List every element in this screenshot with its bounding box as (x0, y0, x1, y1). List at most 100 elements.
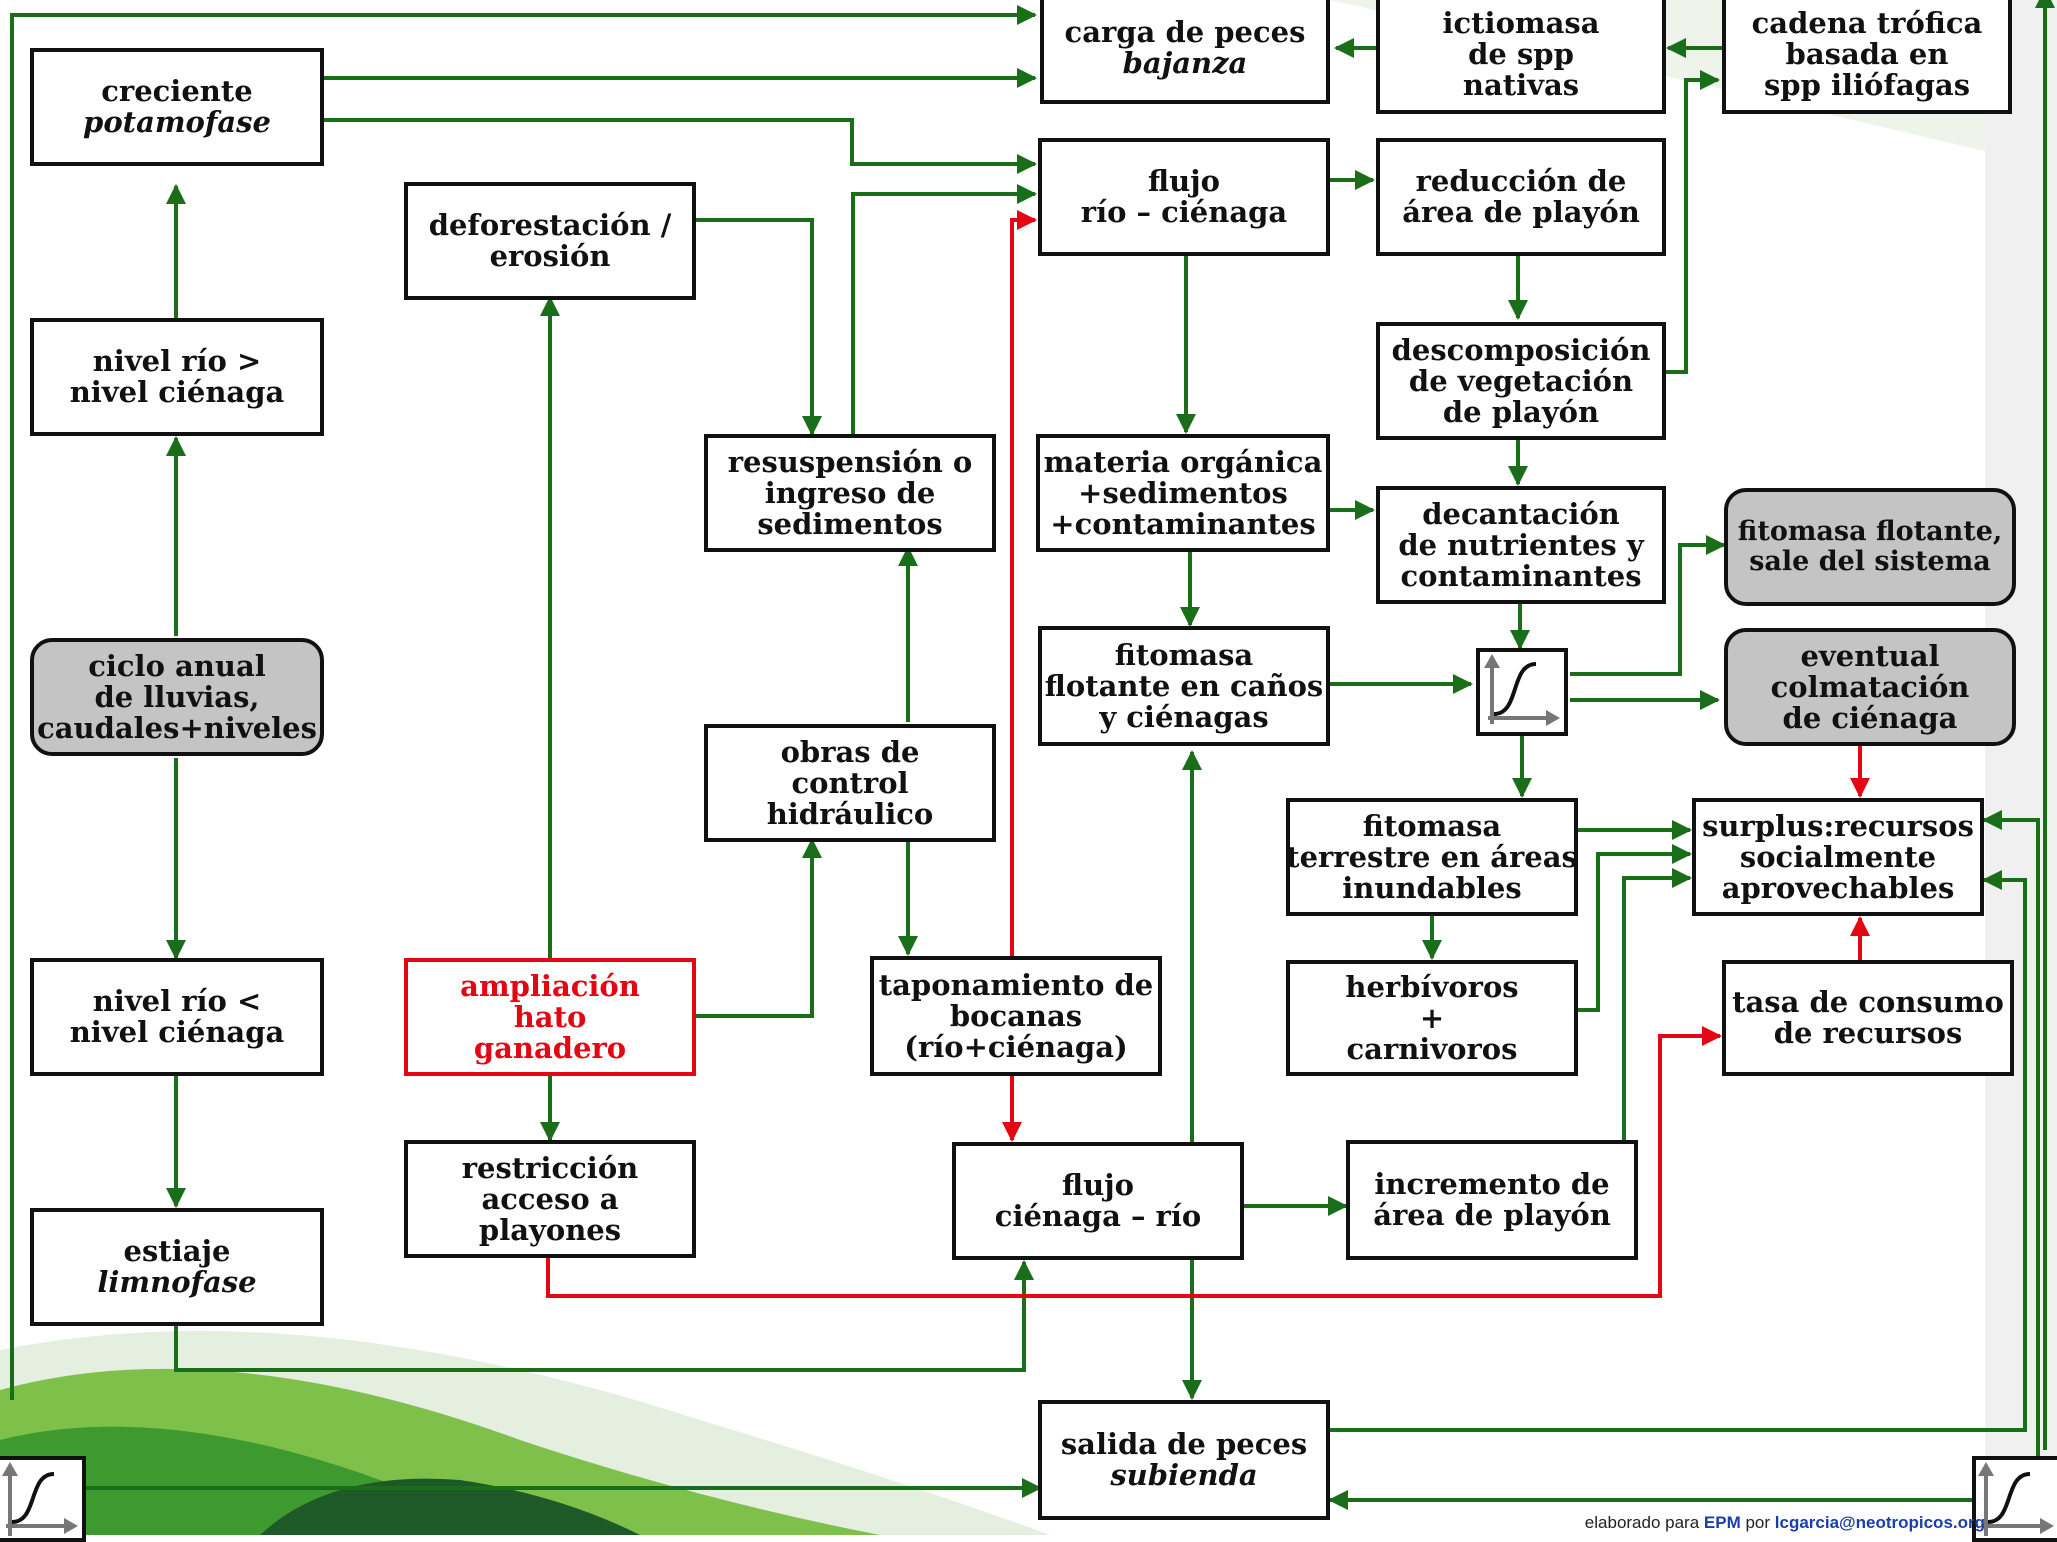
edge-resuspension-flujo (851, 184, 1037, 434)
logistic-function-icon-right (1972, 1456, 2057, 1542)
node-text: restricción (461, 1150, 639, 1185)
credit-prefix: elaborado para (1584, 1513, 1704, 1532)
node-text: carga de peces (1064, 15, 1306, 49)
node-text: control (791, 765, 909, 800)
edge-estiaje-flujocr (174, 1260, 1034, 1372)
node-text: inundables (1342, 870, 1522, 905)
node-creciente: creciente potamofase (30, 48, 324, 166)
node-text: tasa de consumo (1732, 985, 2004, 1019)
node-text: obras de (780, 734, 920, 769)
node-cadena-trofica: cadena trófica basada en spp iliófagas (1722, 0, 2012, 114)
node-taponamiento: taponamiento de bocanas (río+ciénaga) (870, 956, 1162, 1076)
node-incremento-playon: incremento de área de playón (1346, 1140, 1638, 1260)
node-deforestacion: deforestación / erosión (404, 182, 696, 300)
edge-deforestacion-resuspension (694, 218, 822, 436)
node-fitomasa-terrestre: fitomasa terrestre en áreas inundables (1286, 798, 1578, 916)
node-text: de spp (1468, 36, 1574, 71)
credit-email: lcgarcia@neotropicos.org (1774, 1513, 1985, 1532)
node-ictiomasa: ictiomasa de spp nativas (1376, 0, 1666, 114)
node-text: potamofase (83, 105, 271, 139)
credit-middle: por (1740, 1513, 1775, 1532)
node-text: colmatación (1770, 669, 1970, 704)
edge-salida-surplus (1330, 870, 2027, 1432)
node-text: salida de peces (1060, 1427, 1308, 1461)
node-text: resuspensión o (727, 444, 973, 479)
node-text: hato (513, 999, 587, 1034)
node-salida-peces: salida de peces subienda (1038, 1400, 1330, 1520)
node-text: y ciénagas (1099, 699, 1269, 734)
node-text: herbívoros (1345, 969, 1519, 1004)
node-text: área de playón (1373, 1198, 1611, 1232)
edge-herbivoros-surplus (1578, 844, 1692, 1012)
node-text: terrestre en áreas (1286, 839, 1578, 874)
node-text: hidráulico (766, 796, 934, 831)
node-text: ampliación (460, 968, 640, 1003)
node-text: deforestación / (428, 208, 672, 242)
edge-incremento-surplus (1622, 868, 1692, 1140)
node-text: nivel río > (92, 344, 262, 378)
node-text: ictiomasa (1442, 5, 1600, 40)
logistic-function-icon-left (0, 1456, 86, 1542)
node-text: spp iliófagas (1763, 67, 1971, 102)
node-text: nativas (1462, 67, 1580, 102)
node-text: estiaje (123, 1234, 231, 1268)
edge-surplus-top (1982, 810, 2040, 1458)
node-text: sale del sistema (1749, 546, 1991, 577)
node-text: acceso a (481, 1181, 619, 1216)
edge-logistic-sale (1570, 535, 1726, 676)
node-text: nivel ciénaga (69, 375, 285, 409)
node-text: flujo (1061, 1168, 1134, 1202)
node-colmatacion: eventual colmatación de ciénaga (1724, 628, 2016, 746)
node-text: limnofase (97, 1265, 257, 1299)
node-text: taponamiento de (878, 967, 1154, 1002)
node-text: fitomasa (1114, 637, 1254, 672)
node-text: carnivoros (1346, 1031, 1518, 1066)
node-text: erosión (489, 239, 611, 273)
node-text: (río+ciénaga) (904, 1029, 1128, 1064)
node-carga-de-peces: carga de peces bajanza (1040, 0, 1330, 104)
node-estiaje: estiaje limnofase (30, 1208, 324, 1326)
node-reduccion-playon: reducción de área de playón (1376, 138, 1666, 256)
node-text: eventual (1800, 638, 1940, 673)
node-text: socialmente (1739, 839, 1937, 874)
node-text: sedimentos (757, 506, 943, 541)
node-text: descomposición (1391, 332, 1651, 367)
node-text: río – ciénaga (1080, 195, 1288, 229)
edge-creciente-flujo (322, 118, 1037, 174)
node-text: ciénaga – río (994, 1199, 1202, 1233)
node-text: de playón (1442, 394, 1600, 429)
edge-descomposicion-cadena (1664, 70, 1720, 374)
node-text: reducción de (1415, 164, 1627, 198)
node-surplus: surplus:recursos socialmente aprovechabl… (1692, 798, 1984, 916)
node-fitomasa-sale: fitomasa flotante, sale del sistema (1724, 488, 2016, 606)
node-text: ganadero (473, 1030, 627, 1065)
credit-line: elaborado para EPM por lcgarcia@neotropi… (1585, 1513, 1985, 1533)
node-text: flujo (1147, 164, 1220, 198)
node-resuspension: resuspensión o ingreso de sedimentos (704, 434, 996, 552)
node-text: creciente (101, 74, 253, 108)
node-text: área de playón (1402, 195, 1640, 229)
node-text: flotante en caños (1044, 668, 1324, 703)
node-text: nivel ciénaga (69, 1015, 285, 1049)
edge-taponamiento-flujo-rio-cienaga (1010, 210, 1037, 958)
node-text: subienda (1110, 1458, 1258, 1492)
node-text: de vegetación (1408, 363, 1634, 398)
node-text: de lluvias, (94, 679, 260, 714)
node-text: decantación (1422, 496, 1620, 531)
node-nivel-rio-mayor: nivel río > nivel ciénaga (30, 318, 324, 436)
node-text: ciclo anual (88, 648, 266, 683)
node-flujo-rio-cienaga: flujo río – ciénaga (1038, 138, 1330, 256)
node-text: +sedimentos (1078, 475, 1288, 510)
edge-restriccion-tasa (546, 1026, 1722, 1298)
node-herbivoros: herbívoros + carnivoros (1286, 960, 1578, 1076)
node-text: fitomasa (1362, 808, 1502, 843)
node-restriccion: restricción acceso a playones (404, 1140, 696, 1258)
node-decantacion: decantación de nutrientes y contaminante… (1376, 486, 1666, 604)
node-text: aprovechables (1721, 870, 1955, 905)
node-text: cadena trófica (1751, 5, 1983, 40)
node-descomposicion: descomposición de vegetación de playón (1376, 322, 1666, 440)
edge-ampliacion-obras (694, 838, 822, 1018)
edge-loop-to-carga (10, 5, 1037, 1400)
node-text: ingreso de (764, 475, 936, 510)
node-flujo-cienaga-rio: flujo ciénaga – río (952, 1142, 1244, 1260)
